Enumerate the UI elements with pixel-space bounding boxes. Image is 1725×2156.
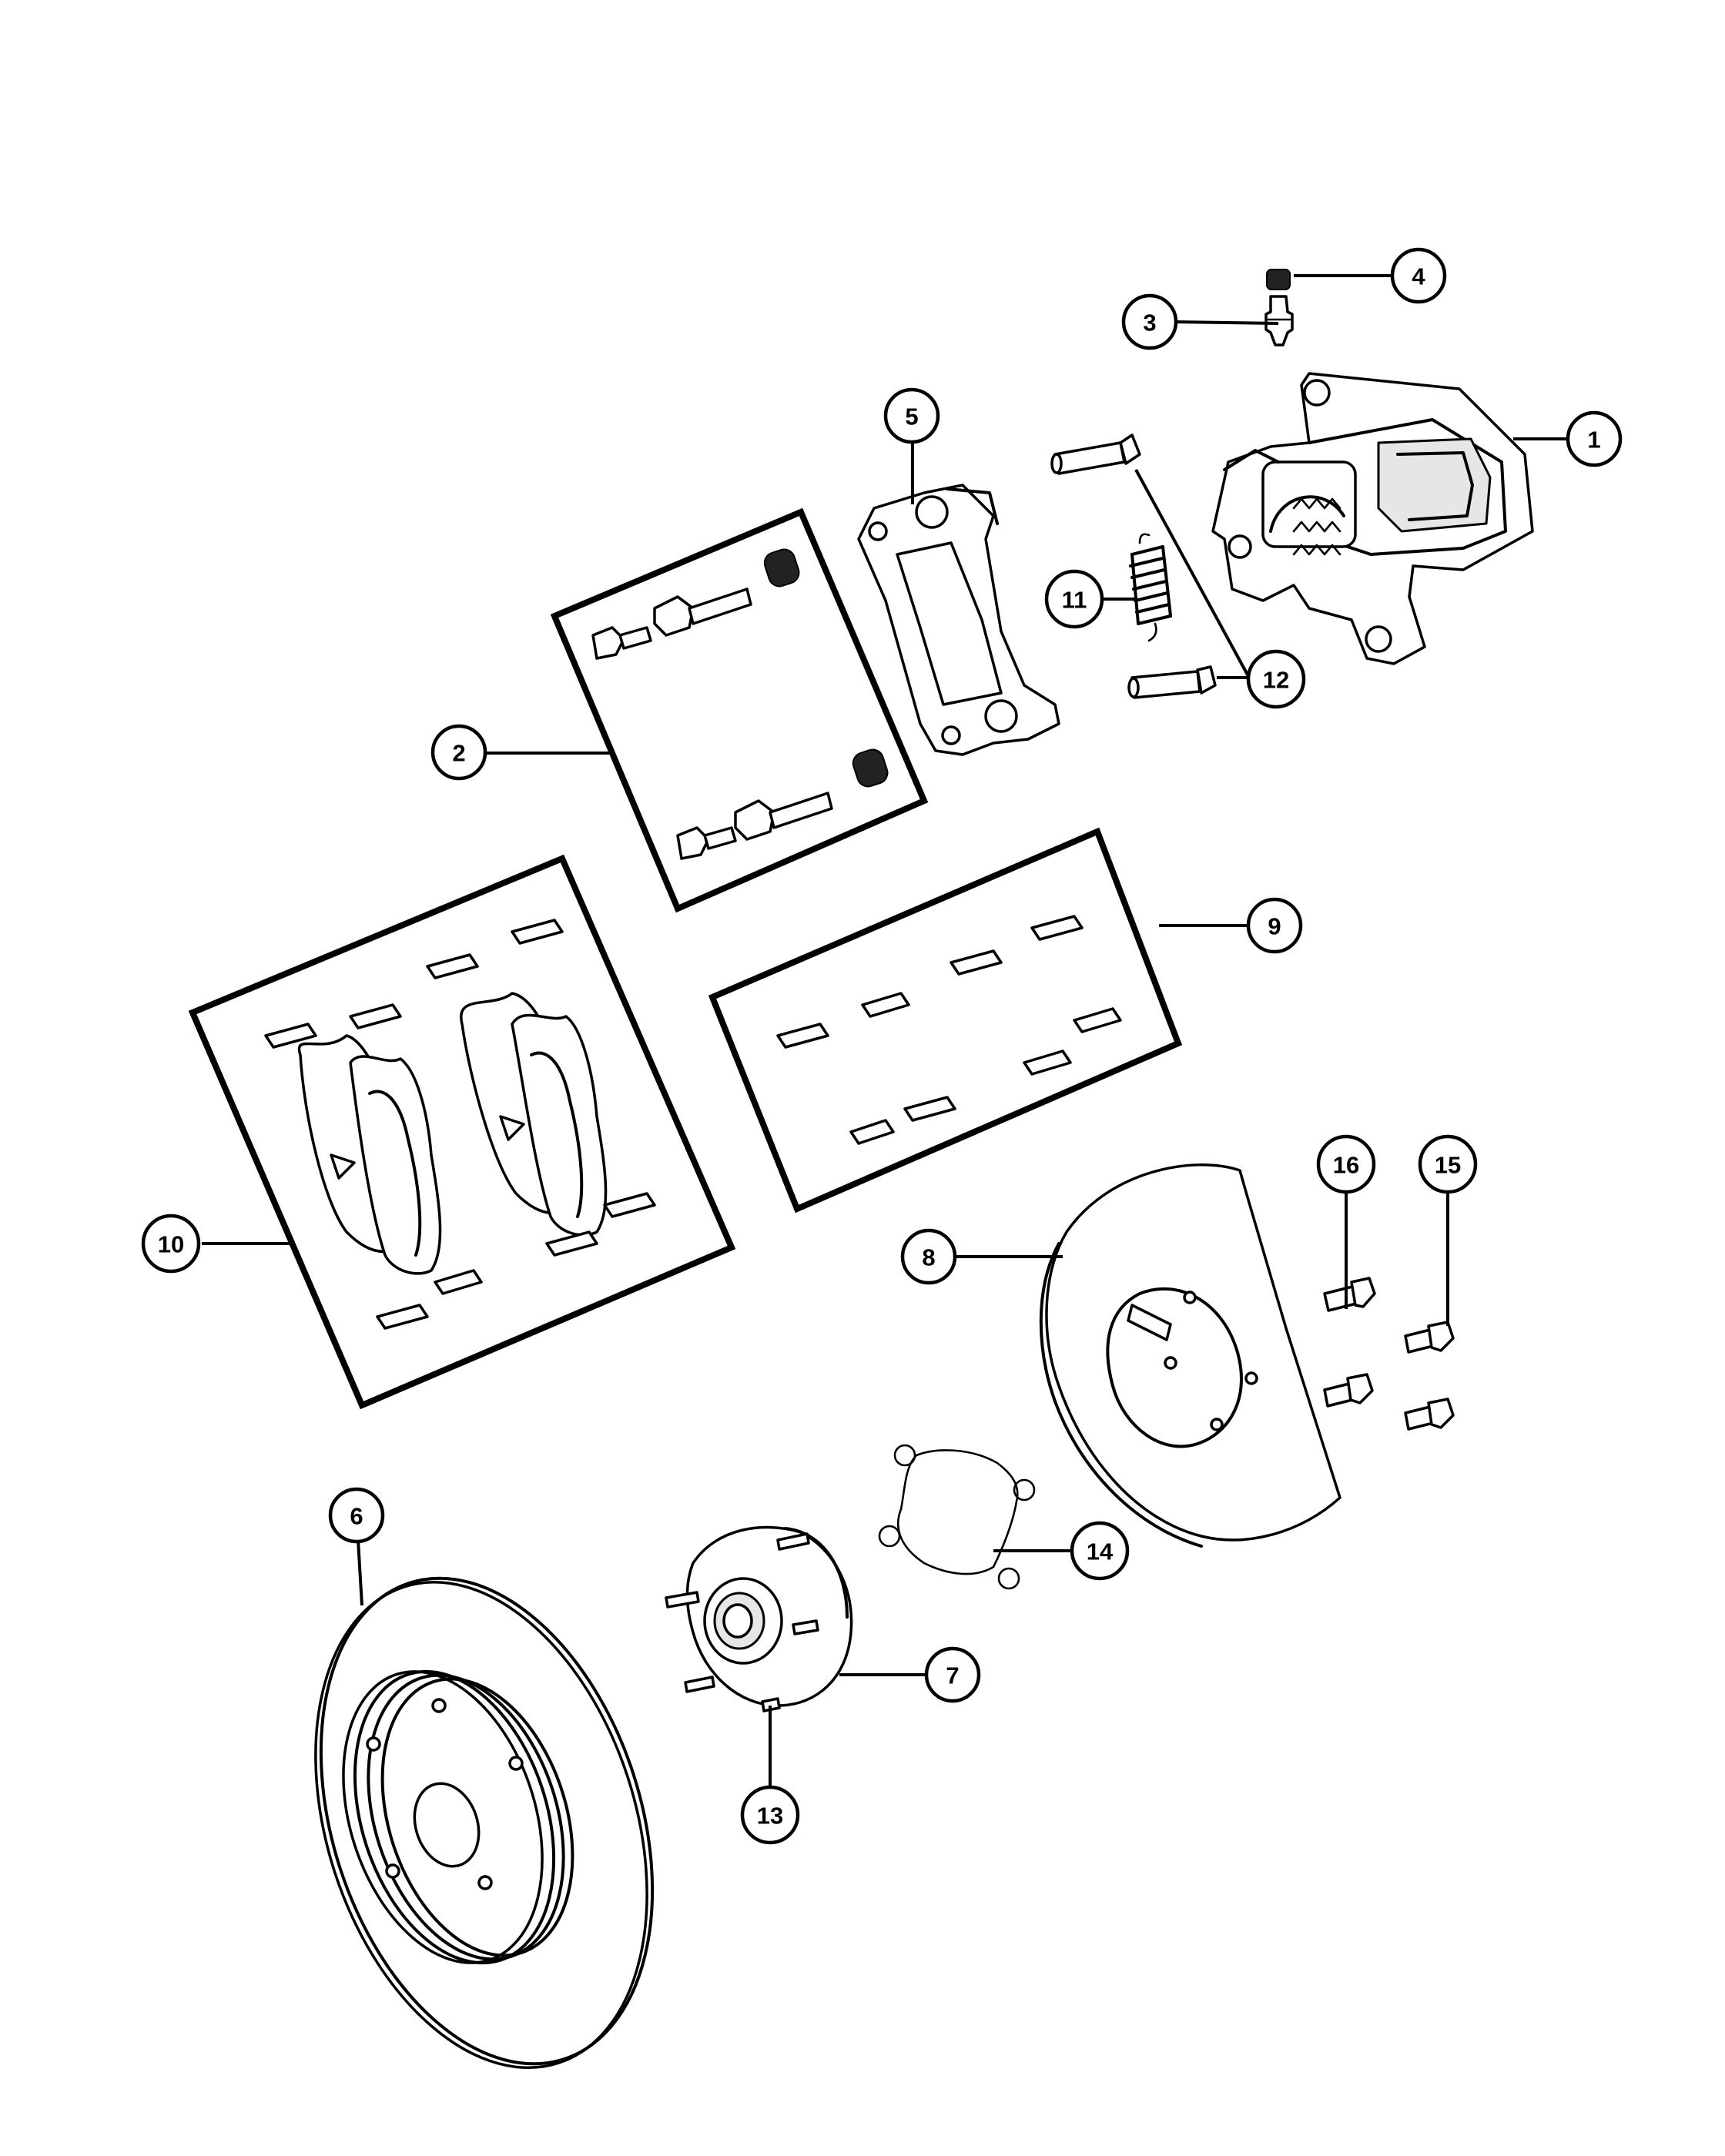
callout-8-label: 8 (922, 1244, 935, 1271)
callout-9-label: 9 (1268, 913, 1281, 940)
callout-3: 3 (1121, 293, 1178, 350)
callout-4-label: 4 (1412, 263, 1425, 290)
hub-bearing-part (665, 1525, 853, 1712)
callout-15: 15 (1418, 1134, 1478, 1194)
bleeder-cap-part (1266, 269, 1291, 290)
bleeder-screw-part (1264, 295, 1294, 346)
callout-7: 7 (924, 1646, 981, 1703)
gasket-part (878, 1444, 1036, 1590)
callout-1: 1 (1566, 410, 1623, 467)
callout-11-label: 11 (1062, 587, 1087, 614)
hardware-kit-box (550, 507, 929, 913)
spring-part (1129, 533, 1172, 642)
callout-2-label: 2 (452, 740, 465, 767)
callout-14: 14 (1070, 1521, 1130, 1581)
callout-2: 2 (430, 724, 487, 781)
callout-15-label: 15 (1435, 1152, 1461, 1179)
callout-16-label: 16 (1333, 1152, 1359, 1179)
brake-pad-kit-box (188, 854, 736, 1410)
caliper-part (1211, 372, 1534, 665)
guide-pin-part (1050, 434, 1217, 699)
callout-6-label: 6 (350, 1503, 363, 1530)
callout-12: 12 (1246, 649, 1306, 709)
callout-12-label: 12 (1263, 667, 1289, 694)
callout-13-label: 13 (757, 1803, 783, 1830)
callout-16: 16 (1316, 1134, 1376, 1194)
callout-9: 9 (1246, 897, 1303, 954)
callout-8: 8 (900, 1228, 957, 1285)
callout-1-label: 1 (1587, 427, 1600, 454)
pad-clips-kit-box (708, 827, 1183, 1214)
callout-6: 6 (328, 1487, 385, 1544)
brake-rotor-part (314, 1576, 655, 2069)
callout-10: 10 (141, 1214, 201, 1274)
bolt-part (1323, 1277, 1455, 1431)
callout-4: 4 (1390, 247, 1447, 304)
caliper-adapter-part (857, 484, 1060, 756)
dust-shield-part (1039, 1163, 1341, 1548)
callout-14-label: 14 (1087, 1538, 1114, 1565)
callout-13: 13 (740, 1785, 800, 1845)
leader-lines (202, 274, 1579, 1788)
callout-10-label: 10 (158, 1231, 184, 1258)
callout-5: 5 (883, 387, 940, 444)
callout-3-label: 3 (1143, 310, 1156, 336)
callout-11: 11 (1044, 569, 1104, 629)
callout-7-label: 7 (946, 1662, 959, 1689)
callout-5-label: 5 (905, 403, 918, 430)
